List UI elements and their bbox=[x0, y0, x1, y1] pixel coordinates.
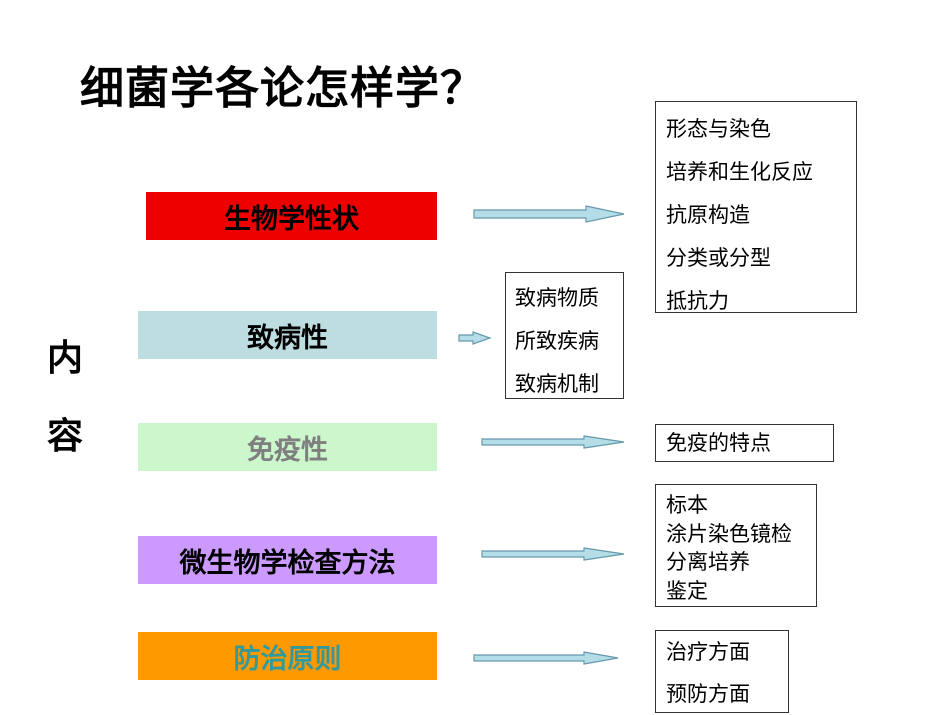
detail-item: 分离培养 bbox=[666, 550, 750, 574]
detail-item: 免疫的特点 bbox=[666, 431, 771, 455]
detail-item: 致病物质 bbox=[515, 286, 599, 310]
side-label-char-2: 容 bbox=[46, 416, 83, 457]
side-label-char-1: 内 bbox=[46, 338, 83, 379]
topic-prevention-treatment: 防治原则 bbox=[138, 632, 437, 680]
detail-item: 鉴定 bbox=[666, 578, 708, 603]
detail-box-prevention: 治疗方面 预防方面 bbox=[655, 630, 789, 713]
topic-pathogenicity: 致病性 bbox=[138, 311, 437, 359]
detail-item: 抗原构造 bbox=[666, 203, 750, 227]
detail-box-testing-methods: 标本 涂片染色镜检 分离培养 鉴定 bbox=[655, 484, 817, 607]
detail-item: 分类或分型 bbox=[666, 246, 771, 270]
arrow-2 bbox=[458, 331, 492, 345]
arrow-3 bbox=[481, 435, 625, 449]
detail-box-immunity: 免疫的特点 bbox=[655, 424, 834, 462]
arrow-1 bbox=[473, 205, 625, 223]
detail-box-pathogenicity: 致病物质 所致疾病 致病机制 bbox=[505, 272, 624, 399]
detail-item: 培养和生化反应 bbox=[666, 160, 813, 184]
detail-item: 预防方面 bbox=[666, 682, 750, 706]
detail-item: 抵抗力 bbox=[666, 289, 729, 313]
detail-item: 所致疾病 bbox=[515, 329, 599, 353]
arrow-4 bbox=[481, 547, 625, 561]
side-label: 内 容 bbox=[40, 320, 90, 476]
detail-item: 涂片染色镜检 bbox=[666, 521, 792, 546]
detail-item: 标本 bbox=[666, 493, 708, 517]
topic-microbiological-testing: 微生物学检查方法 bbox=[138, 536, 437, 584]
topic-biological-traits: 生物学性状 bbox=[146, 192, 437, 240]
detail-item: 致病机制 bbox=[515, 372, 599, 396]
detail-item: 治疗方面 bbox=[666, 640, 750, 664]
detail-box-biological-traits: 形态与染色 培养和生化反应 抗原构造 分类或分型 抵抗力 bbox=[655, 101, 857, 313]
topic-immunity: 免疫性 bbox=[138, 423, 437, 471]
page-title: 细菌学各论怎样学？ bbox=[80, 63, 485, 114]
arrow-5 bbox=[473, 651, 619, 665]
detail-item: 形态与染色 bbox=[666, 117, 771, 141]
